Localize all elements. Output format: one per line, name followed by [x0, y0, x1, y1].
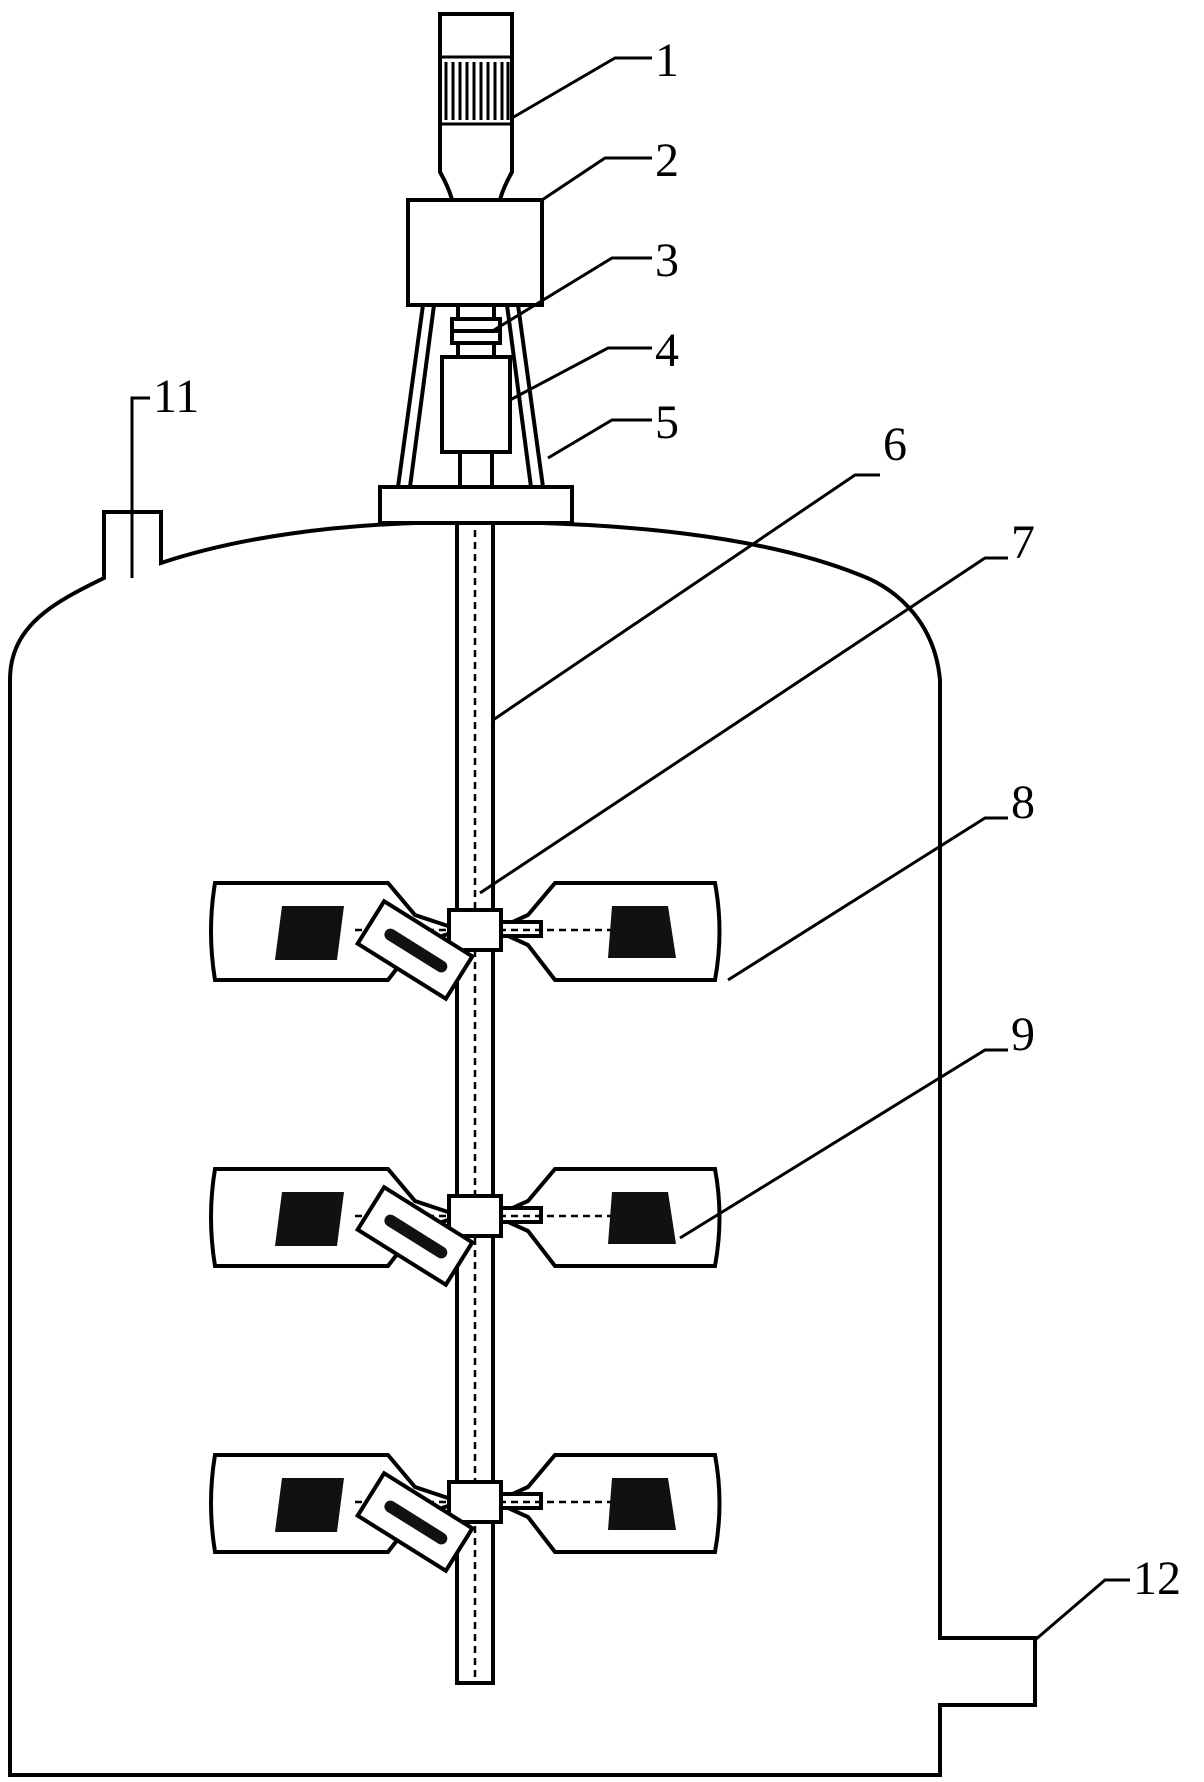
deflector-plate: [354, 1470, 476, 1574]
motor: [438, 12, 514, 202]
impeller-group: [209, 881, 722, 1574]
tank-vessel: [8, 510, 1037, 1777]
label-7: 7: [1011, 516, 1035, 569]
deflector-slot: [384, 1214, 448, 1259]
blade-pad-right: [608, 906, 676, 958]
coupling: [450, 303, 502, 359]
label-1: 1: [655, 34, 679, 87]
label-11: 11: [153, 370, 199, 423]
motor-cooling-fins: [444, 62, 510, 120]
mounting-flange: [378, 485, 574, 525]
impeller-assembly: [209, 1453, 722, 1574]
label-9: 9: [1011, 1008, 1035, 1061]
label-5: 5: [655, 396, 679, 449]
label-2: 2: [655, 134, 679, 187]
deflector-slot: [384, 1500, 448, 1545]
impeller-assembly: [209, 881, 722, 1002]
deflector-plate: [354, 1184, 476, 1288]
blade-pad-right: [608, 1478, 676, 1530]
impeller-assembly: [209, 1167, 722, 1288]
blade-pad-left: [275, 1192, 344, 1246]
impeller-hub: [447, 1194, 503, 1238]
callout-labels: 1 2 3 4 5 6 7 8 9 11 12: [153, 34, 1181, 1605]
impeller-hub: [447, 1480, 503, 1524]
blade-pad-left: [275, 906, 344, 960]
shaft-neck: [458, 450, 494, 490]
leader-lines: [130, 56, 1130, 1642]
deflector-plate: [354, 898, 476, 1002]
label-12: 12: [1133, 1552, 1181, 1605]
bearing-housing: [440, 355, 512, 454]
label-4: 4: [655, 324, 679, 377]
blade-pad-right: [608, 1192, 676, 1244]
reducer: [406, 198, 544, 307]
label-8: 8: [1011, 776, 1035, 829]
deflector-slot: [384, 928, 448, 973]
label-3: 3: [655, 234, 679, 287]
label-6: 6: [883, 418, 907, 471]
blade-pad-left: [275, 1478, 344, 1532]
impeller-hub: [447, 908, 503, 952]
